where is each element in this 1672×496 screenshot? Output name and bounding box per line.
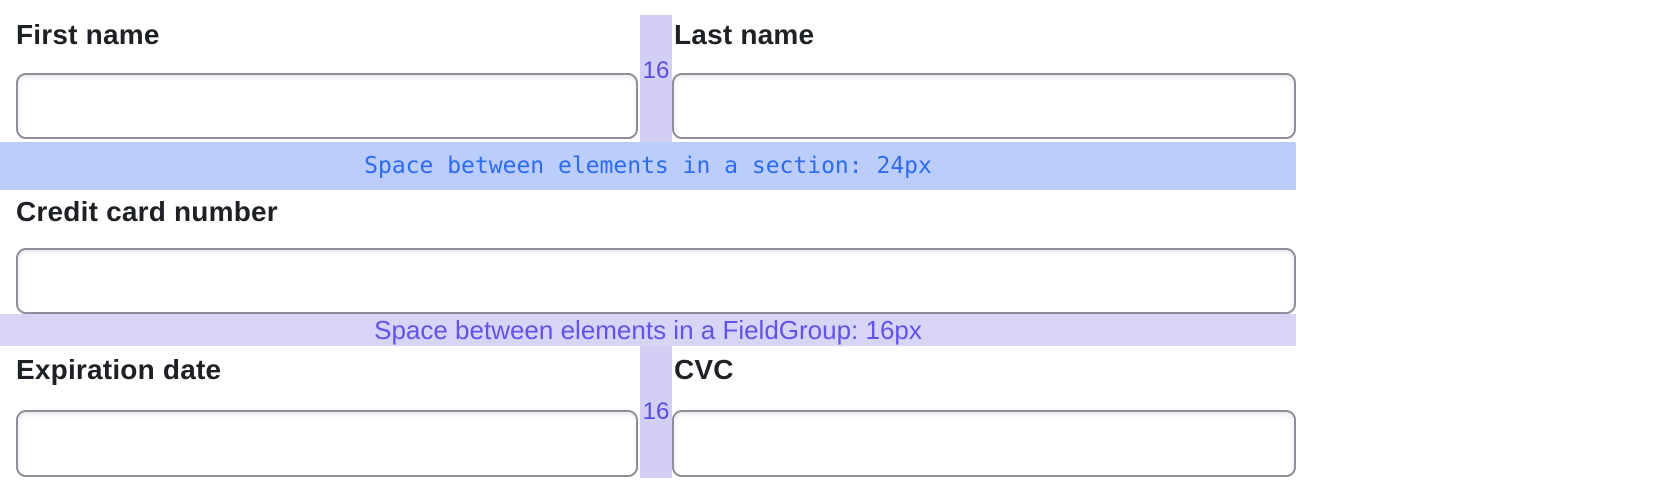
credit-card-number-input[interactable] [16, 248, 1296, 314]
credit-card-number-label: Credit card number [16, 196, 278, 227]
last-name-input[interactable] [672, 73, 1296, 139]
column-gap-highlight-top [640, 15, 672, 142]
expiration-date-label: Expiration date [16, 354, 222, 385]
cvc-input[interactable] [672, 410, 1296, 477]
section-spacing-band: Space between elements in a section: 24p… [0, 142, 1296, 190]
first-name-label: First name [16, 19, 160, 50]
expiration-date-input[interactable] [16, 410, 638, 477]
column-gap-highlight-bottom [640, 346, 672, 478]
first-name-input[interactable] [16, 73, 638, 139]
fieldgroup-spacing-label: Space between elements in a FieldGroup: … [374, 314, 922, 345]
cvc-label: CVC [674, 354, 734, 385]
fieldgroup-spacing-band: Space between elements in a FieldGroup: … [0, 314, 1296, 346]
section-spacing-label: Space between elements in a section: 24p… [364, 153, 932, 179]
last-name-label: Last name [674, 19, 815, 50]
gap-size-label-bottom: 16 [642, 398, 670, 425]
gap-size-label-top: 16 [642, 57, 670, 84]
